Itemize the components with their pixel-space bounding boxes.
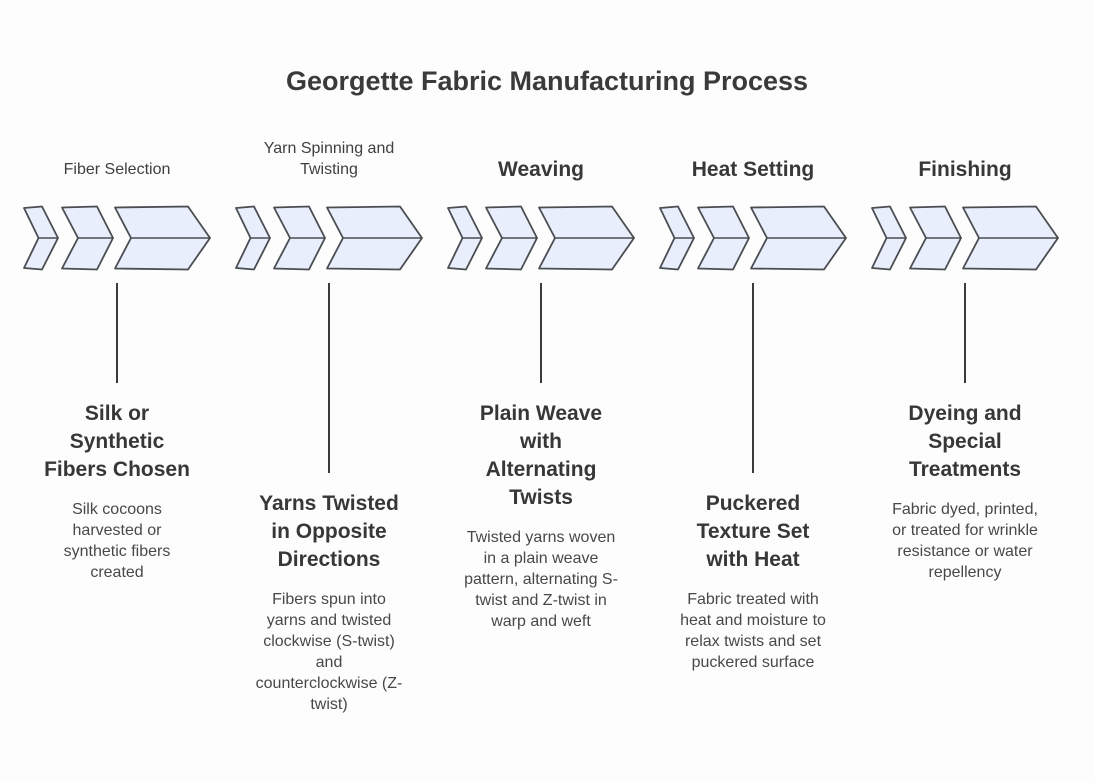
stage-description: Twisted yarns woven in a plain weave pat… <box>464 529 618 630</box>
stage-column-weaving: Weaving Plain Weave with Alternating Twi… <box>447 134 635 715</box>
chevron-arrows-icon <box>23 205 211 271</box>
stage-label: Fiber Selection <box>63 161 171 178</box>
stage-label: Heat Setting <box>691 158 815 181</box>
page-title: Georgette Fabric Manufacturing Process <box>285 66 809 96</box>
stage-column-fiber-selection: Fiber Selection Silk or Synthetic Fibers… <box>23 134 211 715</box>
stage-heading: Plain Weave with Alternating Twists <box>479 402 603 509</box>
stage-description: Fabric treated with heat and moisture to… <box>680 591 826 671</box>
stages-row: Fiber Selection Silk or Synthetic Fibers… <box>0 134 1088 715</box>
stage-label: Weaving <box>498 158 584 181</box>
stage-column-heat-setting: Heat Setting Puckered Texture Set with H… <box>659 134 847 715</box>
chevron-arrows-icon <box>235 205 423 271</box>
stage-label: Yarn Spinning and Twisting <box>263 140 395 178</box>
stage-heading: Dyeing and Special Treatments <box>908 402 1022 481</box>
stage-label: Finishing <box>918 158 1012 181</box>
chevron-arrows-icon <box>447 205 635 271</box>
connector-line <box>328 283 330 473</box>
stage-column-finishing: Finishing Dyeing and Special Treatments … <box>871 134 1059 715</box>
connector-line <box>964 283 966 383</box>
connector-line <box>752 283 754 473</box>
stage-description: Silk cocoons harvested or synthetic fibe… <box>63 501 171 581</box>
stage-heading: Silk or Synthetic Fibers Chosen <box>44 402 190 481</box>
stage-description: Fibers spun into yarns and twisted clock… <box>255 591 403 713</box>
stage-column-yarn-spinning: Yarn Spinning and Twisting Yarns Twisted… <box>235 134 423 715</box>
stage-description: Fabric dyed, printed, or treated for wri… <box>892 501 1038 581</box>
chevron-arrows-icon <box>871 205 1059 271</box>
stage-heading: Puckered Texture Set with Heat <box>696 492 810 571</box>
chevron-arrows-icon <box>659 205 847 271</box>
connector-line <box>116 283 118 383</box>
connector-line <box>540 283 542 383</box>
stage-heading: Yarns Twisted in Opposite Directions <box>259 492 399 571</box>
